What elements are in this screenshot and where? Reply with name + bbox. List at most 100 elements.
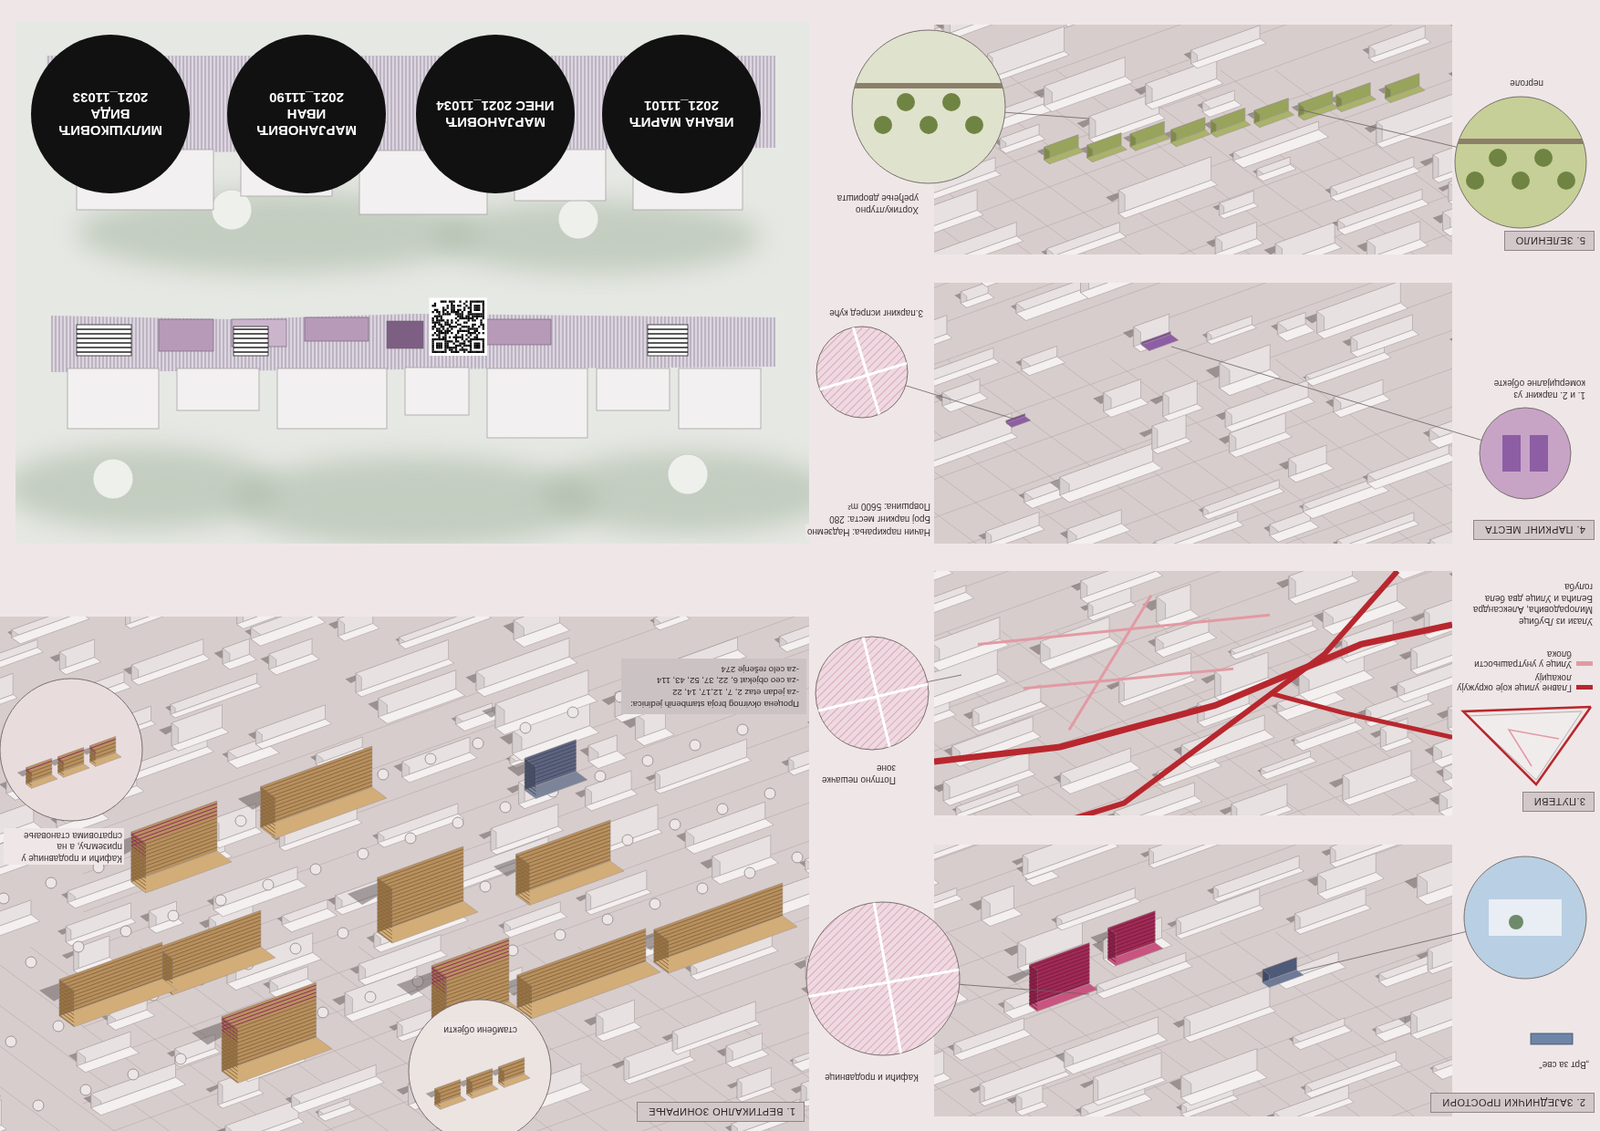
map-panel xyxy=(0,616,810,1131)
qr-cell xyxy=(436,346,438,349)
qr-cell xyxy=(469,317,472,320)
stair-line xyxy=(647,332,688,334)
qr-cell xyxy=(476,344,478,347)
street-line xyxy=(946,359,1343,544)
qr-cell xyxy=(458,309,461,312)
floor-line xyxy=(221,988,316,1023)
tree xyxy=(337,927,349,939)
building-roof xyxy=(1365,700,1434,728)
building-roof xyxy=(1330,166,1421,202)
qr-cell xyxy=(455,348,458,351)
building-roof xyxy=(495,694,598,735)
building-roof xyxy=(1448,176,1453,205)
street-line xyxy=(934,886,1453,1117)
building-roof xyxy=(792,1037,810,1072)
floor-line xyxy=(654,900,783,947)
building-roof xyxy=(1213,867,1304,903)
building-roof xyxy=(218,1090,264,1109)
qr-cell xyxy=(469,351,472,354)
building-roof xyxy=(378,688,466,724)
tree xyxy=(364,991,376,1003)
floor-line xyxy=(221,996,316,1030)
building-roof xyxy=(228,746,281,769)
qr-cell xyxy=(455,317,458,320)
tree xyxy=(0,893,10,904)
building-roof xyxy=(148,917,184,934)
street-line xyxy=(1165,932,1453,1117)
building-plan xyxy=(596,368,670,411)
qr-cell xyxy=(436,344,438,347)
qr-cell xyxy=(469,340,472,343)
qr-cell xyxy=(437,312,440,315)
floor-line xyxy=(516,822,611,857)
building-roof xyxy=(1375,1024,1414,1042)
building-roof xyxy=(76,1047,139,1073)
qr-cell xyxy=(432,304,435,307)
building-roof xyxy=(1298,670,1374,702)
qr-cell xyxy=(477,315,480,318)
qr-cell xyxy=(482,351,485,354)
building-roof xyxy=(59,657,101,676)
qr-cell xyxy=(437,346,440,349)
street-line xyxy=(1056,932,1453,1117)
qr-cell xyxy=(440,319,443,322)
qr-cell xyxy=(450,346,453,349)
qr-cell xyxy=(440,323,443,326)
qr-cell xyxy=(482,315,485,318)
qr-cell xyxy=(446,311,449,313)
floor-line xyxy=(524,753,576,772)
building-roof xyxy=(0,1090,1,1126)
qr-cell xyxy=(467,332,470,334)
floor-line xyxy=(221,1025,316,1060)
qr-cell xyxy=(463,302,466,305)
building-roof xyxy=(269,654,320,676)
floor-line xyxy=(157,916,261,955)
building-roof xyxy=(1367,454,1453,490)
qr-cell xyxy=(476,346,478,349)
qr-cell xyxy=(465,330,468,333)
floor-line xyxy=(1029,978,1091,1001)
qr-cell xyxy=(477,332,480,334)
floor-line xyxy=(221,1014,316,1049)
qr-cell xyxy=(463,306,466,309)
qr-cell xyxy=(476,301,478,303)
main-road xyxy=(1069,571,1398,816)
inner-road xyxy=(1023,668,1234,688)
qr-cell xyxy=(446,304,449,307)
stair-line xyxy=(76,342,132,343)
street-line xyxy=(632,946,810,1131)
qr-cell xyxy=(461,311,464,313)
qr-cell xyxy=(465,348,468,351)
building-roof xyxy=(476,656,578,697)
building-roof xyxy=(1154,520,1245,544)
building-roof xyxy=(934,333,953,351)
building-face xyxy=(1046,249,1053,255)
qr-cell xyxy=(469,338,472,341)
building-roof xyxy=(972,701,1048,731)
qr-cell xyxy=(455,336,458,339)
floor-line xyxy=(221,1028,316,1063)
building-roof xyxy=(225,1118,304,1131)
tree xyxy=(405,832,416,844)
qr-cell xyxy=(440,342,443,345)
building-roof xyxy=(1093,1077,1167,1106)
qr-cell xyxy=(440,332,443,334)
street-line xyxy=(1111,359,1453,544)
qr-cell xyxy=(465,301,468,303)
qr-cell xyxy=(448,346,451,349)
street-detail xyxy=(816,363,908,391)
qr-cell xyxy=(465,304,468,307)
floor-line xyxy=(157,945,261,984)
floor-line xyxy=(1108,914,1156,932)
stair-line xyxy=(76,337,132,339)
street-line xyxy=(934,505,1453,544)
qr-cell xyxy=(457,332,459,334)
qr-cell xyxy=(450,306,453,309)
qr-cell xyxy=(474,323,477,326)
building-roof xyxy=(1262,970,1304,988)
building-roof xyxy=(1451,24,1453,32)
street-line xyxy=(1220,932,1453,1117)
qr-cell xyxy=(446,342,449,345)
building-roof xyxy=(934,592,975,624)
street-line xyxy=(1220,359,1453,544)
